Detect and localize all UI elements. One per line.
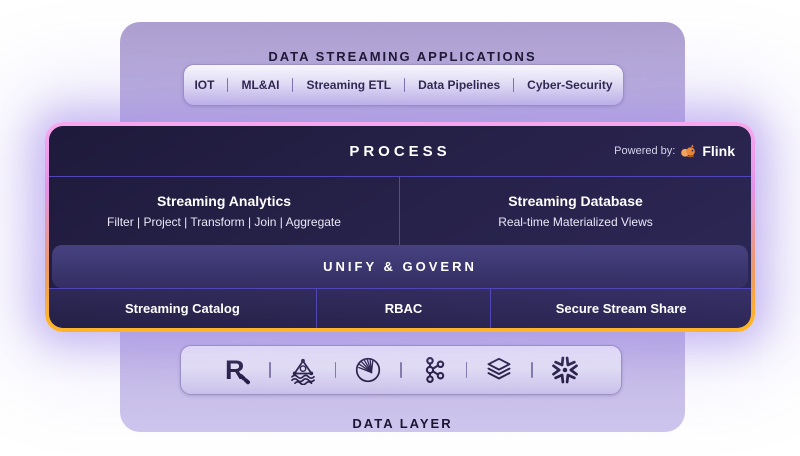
streaming-analytics-title: Streaming Analytics xyxy=(156,193,292,209)
streaming-database-title: Streaming Database xyxy=(508,193,643,209)
process-header: PROCESS Powered by: Flink xyxy=(49,126,751,177)
separator xyxy=(513,78,515,92)
separator xyxy=(292,78,294,92)
separator xyxy=(404,78,406,92)
redpanda-logo-icon: R xyxy=(221,354,253,386)
app-item-data-pipelines: Data Pipelines xyxy=(418,78,501,92)
streaming-catalog-cell: Streaming Catalog xyxy=(124,301,240,316)
separator xyxy=(334,362,337,378)
powered-by: Powered by: Flink xyxy=(614,126,735,176)
separator xyxy=(227,78,229,92)
streaming-analytics-subtitle: Filter | Project | Transform | Join | Ag… xyxy=(107,215,341,229)
app-item-iot: IOT xyxy=(194,78,215,92)
apps-pill: IOT ML&AI Streaming ETL Data Pipelines C… xyxy=(183,64,624,106)
process-frame: PROCESS Powered by: Flink xyxy=(45,122,755,332)
process-columns: Streaming Analytics Filter | Project | T… xyxy=(49,177,751,245)
flink-squirrel-icon xyxy=(680,143,697,160)
kafka-logo-icon xyxy=(418,354,450,386)
data-layer-pill: R xyxy=(180,345,622,395)
secure-stream-share-cell: Secure Stream Share xyxy=(555,301,687,316)
data-layer-title: DATA LAYER xyxy=(352,415,453,431)
separator xyxy=(531,362,533,378)
app-item-mlai: ML&AI xyxy=(241,78,280,92)
separator xyxy=(400,362,402,378)
app-item-cyber-security: Cyber-Security xyxy=(527,78,613,92)
streaming-analytics-cell: Streaming Analytics Filter | Project | T… xyxy=(49,177,400,245)
streaming-database-subtitle: Real-time Materialized Views xyxy=(498,215,653,229)
governance-row: Streaming Catalog RBAC Secure Stream Sha… xyxy=(49,288,751,328)
snowflake-logo-icon xyxy=(549,354,581,386)
ray-burst-logo-icon xyxy=(352,354,384,386)
powered-by-brand: Flink xyxy=(702,143,735,159)
process-box: PROCESS Powered by: Flink xyxy=(49,126,751,328)
apps-section-title: DATA STREAMING APPLICATIONS xyxy=(268,48,537,64)
buoy-logo-icon xyxy=(287,354,319,386)
rbac-cell: RBAC xyxy=(315,289,492,328)
streaming-database-cell: Streaming Database Real-time Materialize… xyxy=(400,177,751,245)
separator xyxy=(465,362,468,378)
powered-by-label: Powered by: xyxy=(614,145,676,157)
process-title: PROCESS xyxy=(349,142,451,160)
app-item-streaming-etl: Streaming ETL xyxy=(306,78,392,92)
unify-govern-band: UNIFY & GOVERN xyxy=(52,245,748,288)
separator xyxy=(269,362,271,378)
layers-logo-icon xyxy=(483,354,515,386)
svg-text:R: R xyxy=(225,355,245,385)
